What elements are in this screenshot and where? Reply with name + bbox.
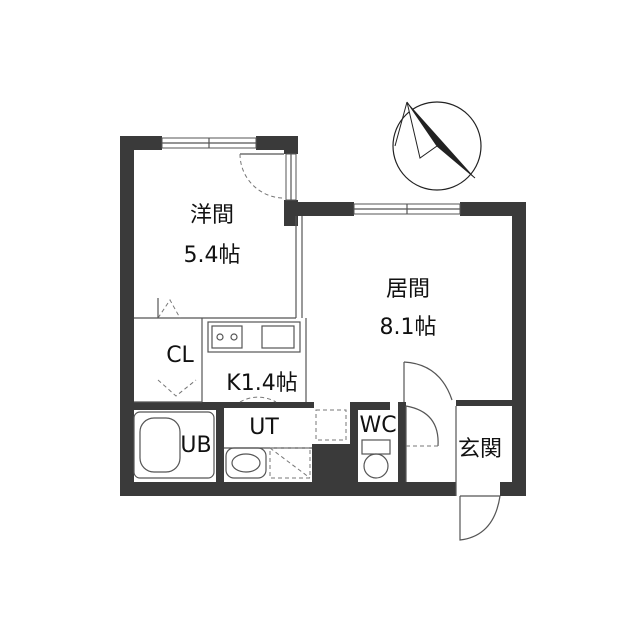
toilet-bowl-icon bbox=[363, 453, 389, 479]
bathtub-icon bbox=[133, 411, 215, 479]
room-name-kitchen: K1.4帖 bbox=[226, 371, 297, 396]
partitions bbox=[134, 216, 457, 496]
north-arrow-icon bbox=[392, 101, 482, 191]
toilet-tank-icon bbox=[361, 439, 391, 455]
walls bbox=[120, 136, 526, 496]
doors bbox=[157, 153, 501, 541]
room-name-western: 洋間 bbox=[190, 203, 234, 228]
sink-icon bbox=[261, 325, 295, 349]
room-size-western: 5.4帖 bbox=[184, 243, 241, 268]
stove-icon bbox=[211, 325, 243, 349]
room-name-living: 居間 bbox=[386, 277, 430, 302]
room-name-entrance: 玄関 bbox=[458, 437, 502, 462]
kitchen-counter bbox=[207, 321, 301, 353]
washbasin-icon bbox=[225, 447, 267, 479]
room-name-toilet: WC bbox=[359, 413, 396, 438]
room-name-bath: UB bbox=[180, 433, 211, 458]
fixtures bbox=[133, 321, 391, 479]
windows bbox=[161, 137, 461, 215]
room-labels: 洋間 5.4帖 居間 8.1帖 CL K1.4帖 UT UB WC 玄関 bbox=[166, 203, 502, 462]
room-size-living: 8.1帖 bbox=[380, 315, 437, 340]
room-name-utility: UT bbox=[249, 415, 279, 440]
room-name-closet: CL bbox=[166, 343, 194, 368]
